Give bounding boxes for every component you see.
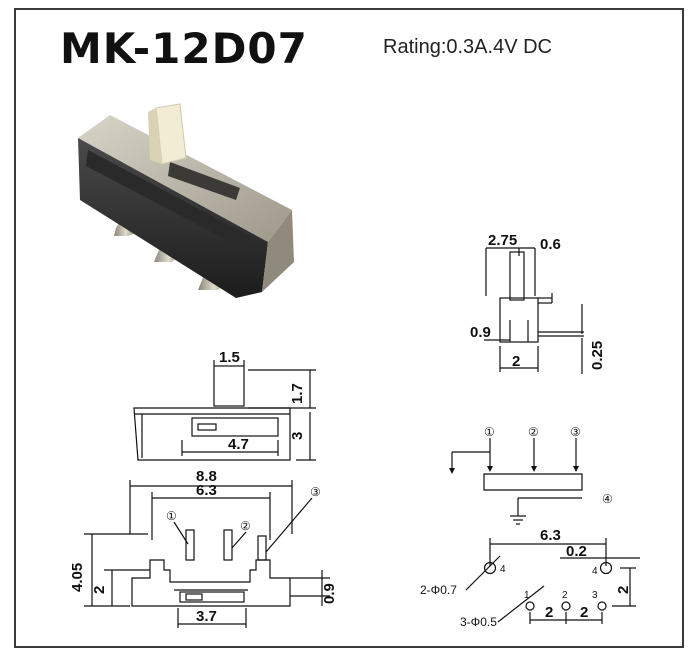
dim-side-terminal: 0.25: [589, 341, 606, 370]
dim-bottom-slot: 3.7: [196, 608, 217, 625]
dim-bottom-base: 2: [91, 586, 108, 594]
front-slot: [191, 417, 279, 437]
schematic-terminal-4: ④: [602, 492, 613, 506]
photo-actuator: [155, 103, 187, 165]
pcb-pin-hole-spec: 3-Φ0.5: [460, 615, 497, 629]
pin-hole-2: [561, 601, 571, 611]
dim-bottom-foot: 0.9: [321, 583, 338, 604]
pcb-mount-hole-spec: 2-Φ0.7: [420, 583, 457, 597]
pcb-hole-label-1: 1: [524, 590, 530, 601]
side-body: [499, 297, 539, 343]
dim-pcb-offset: 0.2: [566, 543, 587, 560]
bottom-pin-3: [257, 535, 267, 561]
pcb-hole-label-2: 2: [562, 590, 568, 601]
schematic-terminal-2: ②: [528, 425, 539, 439]
pin-hole-3: [597, 601, 607, 611]
front-body: [133, 407, 291, 461]
pin-hole-1: [525, 601, 535, 611]
schematic: [451, 438, 583, 525]
dim-side-actuator: 0.6: [540, 236, 561, 253]
pcb-hole-label-4b: 4: [592, 566, 598, 577]
bottom-pin-1: [185, 529, 195, 561]
dim-front-actuator-height: 1.7: [289, 383, 306, 404]
side-actuator: [509, 251, 525, 301]
rating-text: Rating:0.3A.4V DC: [383, 36, 552, 58]
bottom-pin-label-2: ②: [240, 519, 251, 533]
bottom-pin-label-1: ①: [166, 509, 177, 523]
bottom-pin-label-3: ③: [310, 485, 321, 499]
photo-cover-side: [262, 210, 294, 292]
bottom-slot: [179, 591, 245, 603]
bottom-body: [131, 559, 291, 607]
dim-bottom-length: 8.8: [196, 468, 217, 485]
model-title: MK-12D07: [60, 24, 308, 73]
dim-bottom-height: 4.05: [69, 563, 86, 592]
front-view: [133, 360, 316, 461]
dim-pcb-vertical: 2: [615, 586, 632, 594]
dim-pcb-spacing: 6.3: [540, 527, 561, 544]
dim-pcb-pitch-2: 2: [580, 604, 588, 621]
schematic-terminal-1: ①: [484, 425, 495, 439]
drawing-frame: [14, 8, 684, 648]
front-actuator: [213, 365, 245, 407]
photo-slot: [168, 162, 240, 200]
dim-front-body-height: 3: [289, 432, 306, 440]
switch-photo: [78, 103, 294, 298]
dim-side-width: 2.75: [488, 232, 517, 249]
schematic-terminal-3: ③: [570, 425, 581, 439]
mount-hole-right: [599, 561, 613, 575]
bottom-pin-2: [223, 529, 233, 561]
bottom-view: [84, 480, 330, 628]
dim-front-actuator-width: 1.5: [219, 349, 240, 366]
dim-front-slot: 4.7: [228, 436, 249, 453]
schematic-slider: [483, 473, 583, 491]
dim-side-body: 2: [512, 353, 520, 370]
dim-bottom-pitch: 6.3: [196, 482, 217, 499]
pcb-layout: [465, 538, 640, 624]
dim-side-inset: 0.9: [470, 324, 491, 341]
dim-pcb-pitch-1: 2: [545, 604, 553, 621]
side-view: [484, 247, 584, 374]
mount-hole-left: [483, 561, 497, 575]
pcb-hole-label-4a: 4: [500, 564, 506, 575]
pcb-hole-label-3: 3: [592, 590, 598, 601]
